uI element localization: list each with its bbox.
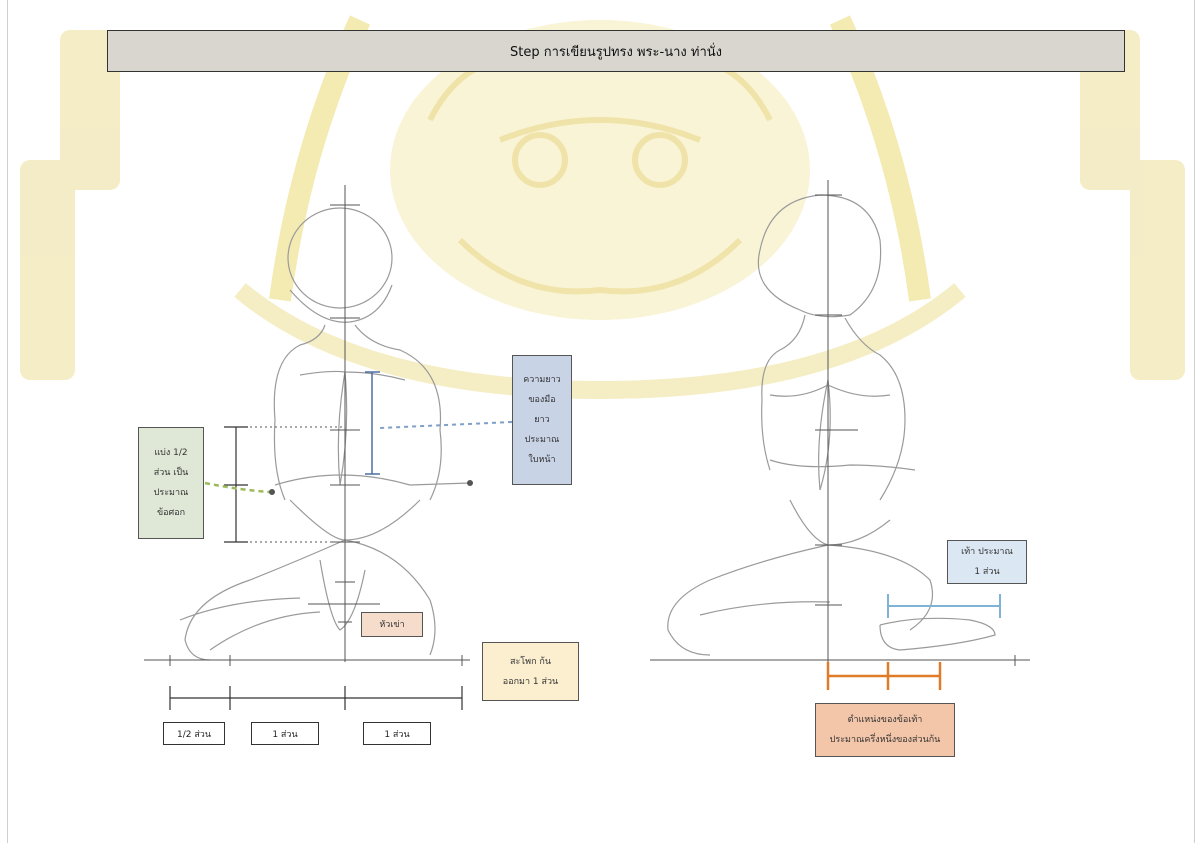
wrist-callout: แบ่ง 1/2 ส่วน เป็น ประมาณ ข้อศอก bbox=[138, 427, 204, 539]
one-part-label-a: 1 ส่วน bbox=[251, 722, 319, 745]
page-title: Step การเขียนรูปทรง พระ-นาง ท่านั่ง bbox=[107, 30, 1125, 72]
one-part-label-b: 1 ส่วน bbox=[363, 722, 431, 745]
wrist-arrow bbox=[204, 481, 271, 494]
foot-callout: เท้า ประมาณ 1 ส่วน bbox=[947, 540, 1027, 584]
measure-row bbox=[169, 686, 463, 710]
side-view-figure bbox=[667, 194, 996, 656]
ankle-bracket bbox=[826, 662, 942, 690]
hand-length-marker bbox=[365, 371, 380, 475]
wrist-bracket bbox=[224, 426, 248, 543]
hip-callout: สะโพก ก้น ออกมา 1 ส่วน bbox=[482, 642, 579, 701]
front-view-figure bbox=[179, 207, 471, 661]
hand-length-callout: ความยาว ของมือ ยาว ประมาณ ใบหน้า bbox=[512, 355, 572, 485]
foot-bracket bbox=[887, 594, 1001, 618]
ankle-callout: ตำแหน่งของข้อเท้า ประมาณครึ่งหนึ่งของส่ว… bbox=[815, 703, 955, 757]
knee-callout: หัวเข่า bbox=[361, 612, 423, 637]
side-view-guides bbox=[650, 180, 1030, 690]
page-frame bbox=[7, 0, 1195, 843]
hand-length-arrow bbox=[379, 421, 513, 429]
half-part-label: 1/2 ส่วน bbox=[163, 722, 225, 745]
